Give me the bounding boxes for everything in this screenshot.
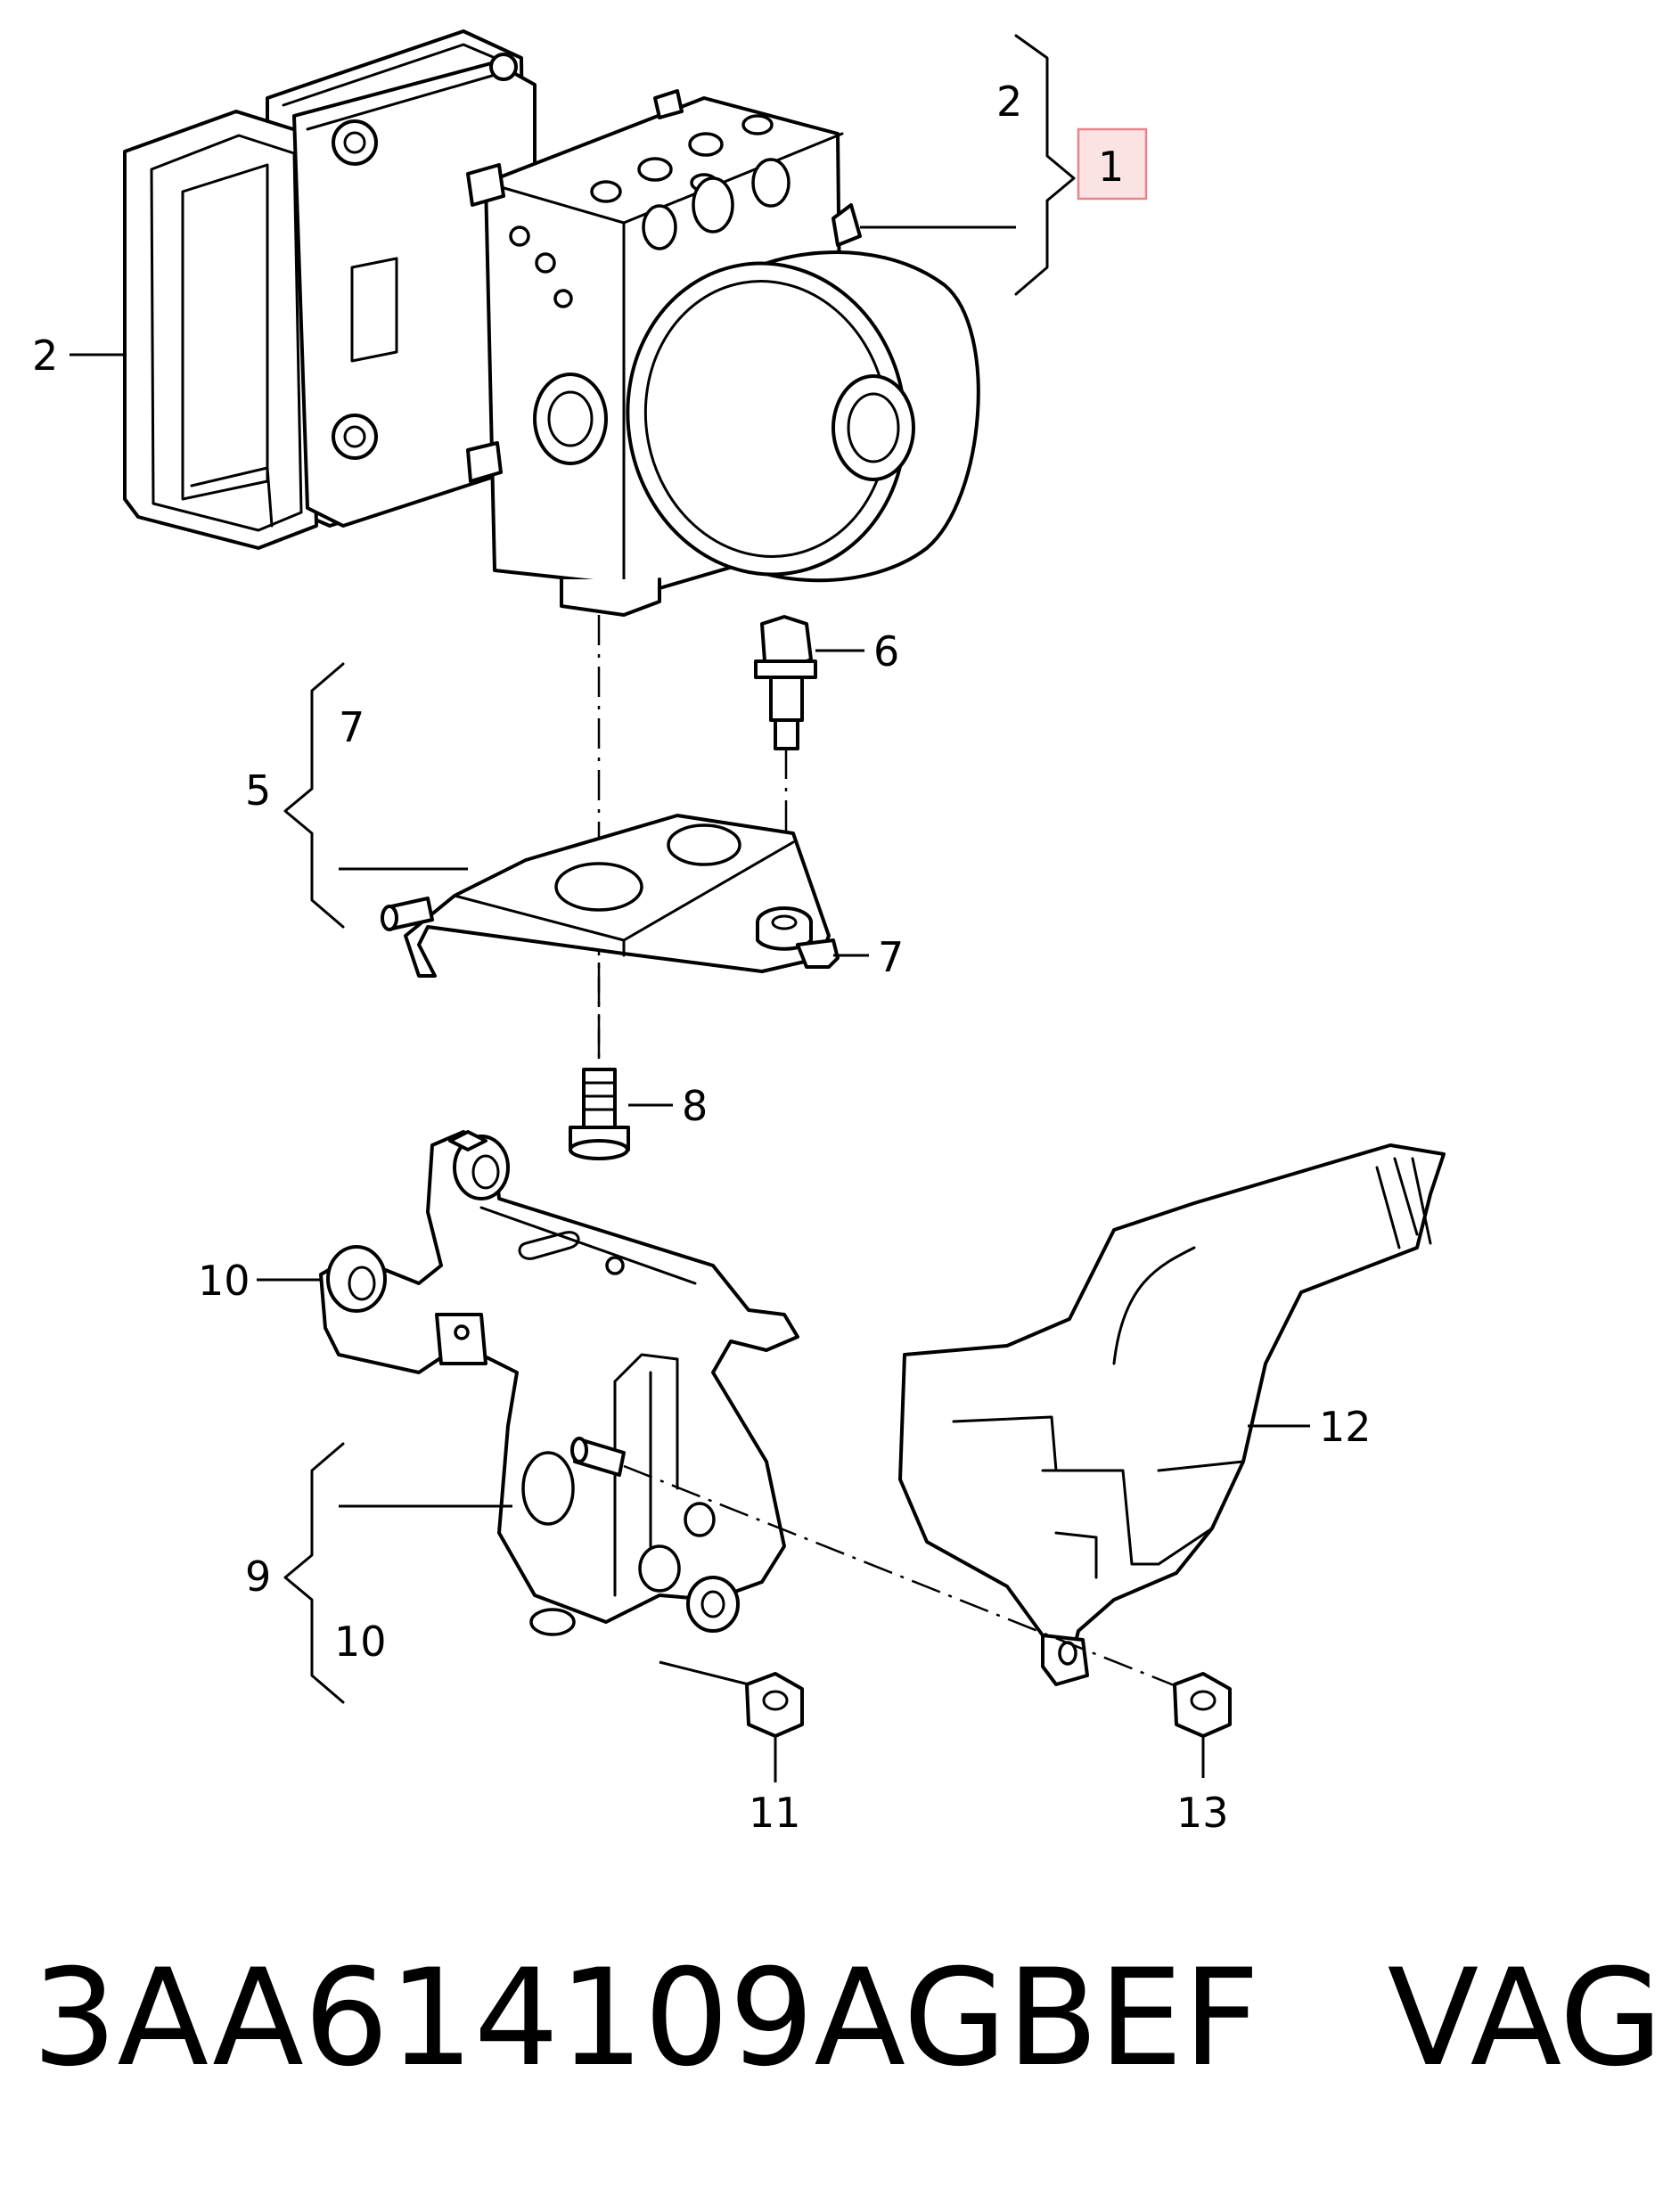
callout-1-highlight (1077, 127, 1148, 201)
callout-10-left: 10 (198, 1257, 250, 1305)
callout-11: 11 (749, 1789, 801, 1837)
upper-bracket (381, 814, 840, 978)
pump-motor (626, 250, 980, 583)
callout-7-right: 7 (878, 933, 904, 981)
exploded-view-diagram: 2 1 2 6 7 5 7 (32, 29, 1446, 1837)
part-number-code: 3AA614109AGBEF VAG (32, 1941, 1663, 2096)
callout-2-top: 2 (996, 78, 1022, 126)
callout-7-group: 7 (339, 703, 365, 751)
bolt-8 (569, 1068, 630, 1160)
callout-9: 9 (245, 1552, 271, 1601)
callout-12: 12 (1319, 1403, 1372, 1451)
lower-carrier-bracket (319, 1130, 799, 1636)
shield-12 (898, 1143, 1446, 1686)
callout-13: 13 (1176, 1789, 1229, 1837)
parts-diagram-page: 2 1 2 6 7 5 7 (32, 29, 1663, 2096)
callout-1: 1 (1098, 143, 1124, 191)
callout-10-group: 10 (334, 1618, 387, 1666)
callout-8: 8 (682, 1082, 708, 1130)
bolt-6 (754, 615, 817, 750)
nut-13 (1173, 1672, 1232, 1778)
nut-11 (659, 1660, 804, 1782)
callout-5: 5 (245, 766, 271, 815)
callout-6: 6 (873, 627, 899, 676)
callout-2-left: 2 (32, 332, 58, 380)
